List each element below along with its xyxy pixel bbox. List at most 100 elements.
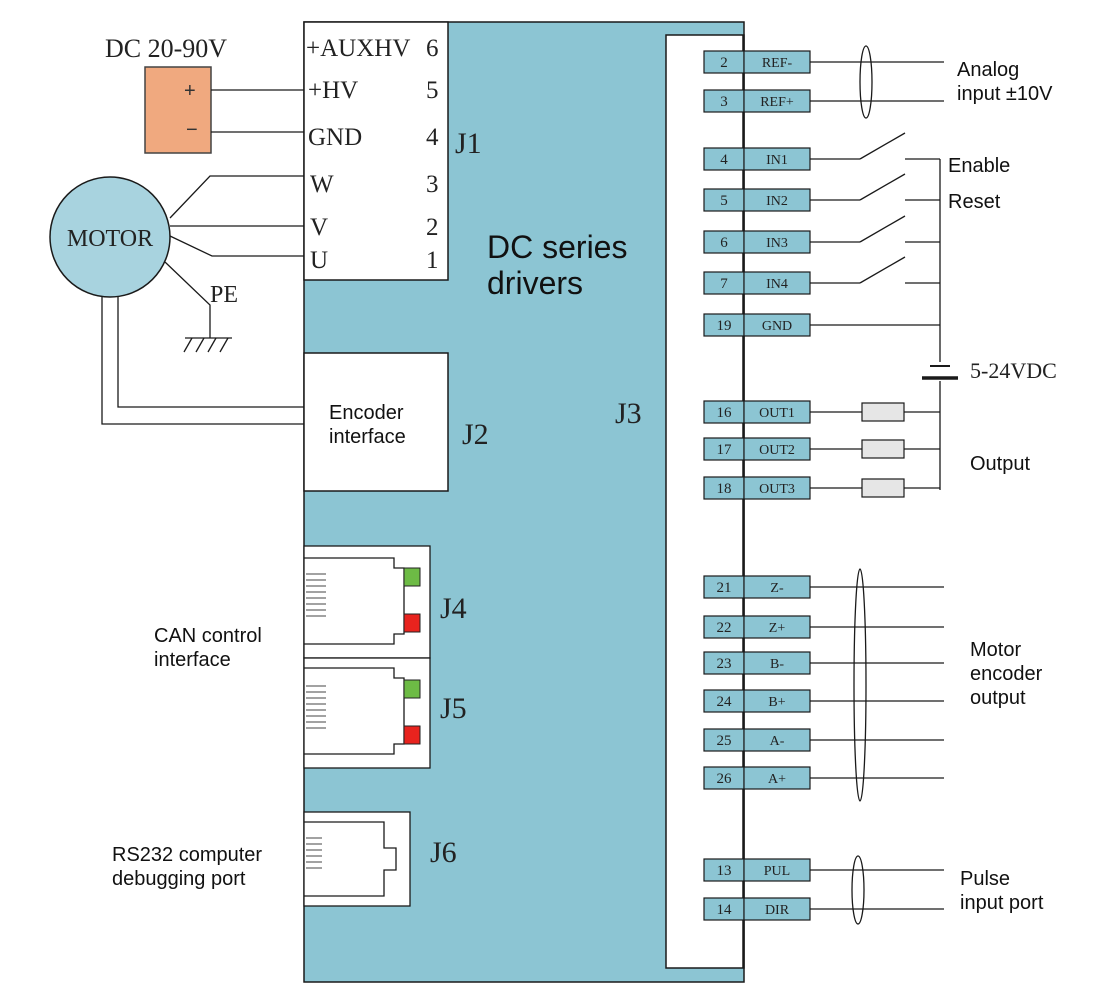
j3-terminal-name: A+ — [768, 772, 786, 787]
j3-terminal-name: Z+ — [769, 621, 786, 636]
j3-terminal-number: 26 — [717, 771, 733, 787]
j3-terminal-number: 2 — [720, 55, 728, 71]
j1-pin-4-name: GND — [308, 124, 362, 151]
j3-terminal-name: IN4 — [766, 277, 788, 292]
motor-label: MOTOR — [67, 226, 153, 252]
j3-terminal: 6 IN3 — [703, 230, 811, 254]
vdc-label: 5-24VDC — [970, 358, 1057, 383]
j3-terminal-number: 14 — [717, 902, 733, 918]
pulse-shield-icon — [851, 855, 865, 925]
j3-terminal-number: 21 — [717, 580, 732, 596]
rs232-label-line1: RS232 computer — [112, 844, 262, 866]
j3-terminal-name: GND — [762, 319, 792, 334]
encoder-output-label-line1: Motor — [970, 639, 1021, 661]
j3-terminal: 21 Z- — [703, 575, 811, 599]
j3-terminal-number: 16 — [717, 405, 733, 421]
j3-terminal-name: REF+ — [760, 95, 794, 110]
output-label: Output — [970, 453, 1030, 475]
j3-terminal-number: 3 — [720, 94, 728, 110]
j1-pin-4-num: 4 — [426, 124, 439, 151]
j3-terminal: 26 A+ — [703, 766, 811, 790]
analog-label-line2: input ±10V — [957, 83, 1053, 105]
j3-terminal: 13 PUL — [703, 858, 811, 882]
j3-terminal-name: B- — [770, 657, 784, 672]
j1-pin-3-num: 3 — [426, 171, 439, 198]
j1-pin-1-name: U — [310, 247, 328, 274]
j3-terminal: 16 OUT1 — [703, 400, 811, 424]
output3-resistor — [861, 478, 905, 498]
j3-terminal-number: 7 — [720, 276, 728, 292]
j3-terminal-number: 19 — [717, 318, 732, 334]
j2-text-line2: interface — [329, 426, 406, 448]
j3-terminal: 18 OUT3 — [703, 476, 811, 500]
j1-connector — [303, 21, 449, 281]
j3-terminal-name: IN2 — [766, 194, 788, 209]
j4-led-green — [403, 567, 421, 587]
j2-text-line1: Encoder — [329, 402, 404, 424]
encoder-output-label-line3: output — [970, 687, 1026, 709]
output-wiring — [810, 411, 940, 489]
j3-terminal-name: OUT2 — [759, 443, 795, 458]
j1-pin-3-name: W — [310, 171, 334, 198]
j3-terminal: 3 REF+ — [703, 89, 811, 113]
j3-terminal-name: Z- — [770, 581, 784, 596]
j3-terminal: 2 REF- — [703, 50, 811, 74]
j3-terminal-block — [665, 34, 745, 969]
j1-pin-2-num: 2 — [426, 214, 439, 241]
j5-can-port — [303, 657, 431, 769]
j2-label: J2 — [462, 418, 489, 451]
j3-terminal-name: OUT1 — [759, 406, 795, 421]
j3-terminal-name: IN1 — [766, 153, 788, 168]
j3-terminal-name: DIR — [765, 903, 790, 918]
j1-pin-5-name: +HV — [308, 77, 358, 104]
power-minus-sign: − — [186, 119, 198, 141]
j3-terminal-number: 5 — [720, 193, 728, 209]
j3-terminal-number: 4 — [720, 152, 728, 168]
j1-pin-5-num: 5 — [426, 77, 439, 104]
encoder-output-label-line2: encoder — [970, 663, 1043, 685]
rs232-label-line2: debugging port — [112, 868, 246, 890]
power-supply-label: DC 20-90V — [105, 34, 227, 63]
reset-label: Reset — [948, 191, 1001, 213]
j3-terminal-number: 17 — [717, 442, 733, 458]
j3-terminal-name: REF- — [762, 56, 793, 71]
can-label-line2: interface — [154, 649, 231, 671]
j3-terminal-number: 23 — [717, 656, 732, 672]
pulse-label-line1: Pulse — [960, 868, 1010, 890]
output1-resistor — [861, 402, 905, 422]
ground-icon — [183, 337, 232, 353]
j1-pin-6-name: +AUXHV — [306, 35, 410, 62]
j3-terminal-number: 22 — [717, 620, 732, 636]
can-label-line1: CAN control — [154, 625, 262, 647]
j3-terminal-name: OUT3 — [759, 482, 795, 497]
j3-terminal: 17 OUT2 — [703, 437, 811, 461]
j3-terminal: 7 IN4 — [703, 271, 811, 295]
pe-label: PE — [210, 282, 238, 308]
j5-led-green — [403, 679, 421, 699]
driver-title-line1: DC series — [487, 229, 627, 265]
encoder-output-wiring — [810, 586, 944, 779]
input-switches — [810, 132, 941, 362]
j3-terminal-number: 18 — [717, 481, 732, 497]
j3-terminal-name: PUL — [764, 864, 790, 879]
j3-terminal: 23 B- — [703, 651, 811, 675]
j3-terminal: 14 DIR — [703, 897, 811, 921]
j3-terminal: 5 IN2 — [703, 188, 811, 212]
j4-can-port — [303, 545, 431, 659]
driver-title-line2: drivers — [487, 265, 583, 301]
power-supply — [144, 66, 212, 154]
j2-encoder-interface — [303, 352, 449, 492]
j3-terminal-name: IN3 — [766, 236, 788, 251]
j3-terminal: 19 GND — [703, 313, 811, 337]
j1-label: J1 — [455, 127, 482, 160]
j3-terminal: 22 Z+ — [703, 615, 811, 639]
j3-label: J3 — [615, 397, 642, 430]
j3-terminal-name: A- — [770, 734, 785, 749]
j3-terminal-number: 13 — [717, 863, 732, 879]
j3-terminal-number: 6 — [720, 235, 728, 251]
j1-pin-2-name: V — [310, 214, 328, 241]
